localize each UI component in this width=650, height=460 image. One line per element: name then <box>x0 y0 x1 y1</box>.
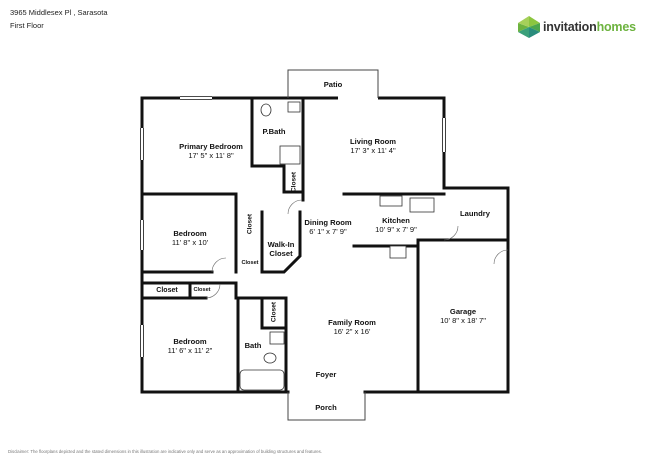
sink-bath <box>269 331 285 345</box>
room-label-porch: Porch <box>315 403 337 412</box>
fridge <box>389 245 407 259</box>
wall-bath-north <box>236 296 288 394</box>
toilet-primary-bath <box>260 103 272 117</box>
patio-outline <box>287 69 379 98</box>
disclaimer-text: Disclaimer: The floorplans depicted and … <box>8 449 323 454</box>
room-label-walk-in-closet: Walk-In Closet <box>267 240 295 258</box>
closet-label-primary: Closet <box>290 171 298 193</box>
room-label-bath: Bath <box>244 341 262 350</box>
invitation-homes-logo-mark-icon <box>518 16 540 38</box>
room-label-foyer: Foyer <box>315 370 337 379</box>
property-address: 3965 Middlesex Pl , Sarasota <box>10 8 108 17</box>
wall-closet-row <box>140 281 238 300</box>
stove <box>409 197 435 213</box>
closet-label-linen: Closet <box>193 287 211 293</box>
room-label-patio: Patio <box>323 80 343 89</box>
brand-wordmark: invitationhomes <box>543 20 636 34</box>
toilet-bath <box>263 352 277 364</box>
closet-label-bedroom1: Closet <box>246 213 254 235</box>
tub-bath <box>239 369 285 391</box>
wall-walkin <box>260 210 302 274</box>
floor-label: First Floor <box>10 21 44 30</box>
brand-name-part2: homes <box>596 20 636 34</box>
brand-logo: invitationhomes <box>518 16 636 38</box>
wall-bath-closet <box>260 296 288 330</box>
closet-label-small: Closet <box>241 260 259 266</box>
room-label-laundry: Laundry <box>460 209 490 218</box>
closet-label-hall: Closet <box>156 287 178 294</box>
sink-primary-bath <box>287 101 301 113</box>
room-label-p-bath: P.Bath <box>262 127 286 136</box>
closet-label-bath: Closet <box>270 301 278 323</box>
wall-primary-bath-west <box>250 96 286 194</box>
brand-name-part1: invitation <box>543 20 597 34</box>
shower-primary-bath <box>279 145 301 165</box>
kitchen-sink <box>379 195 403 207</box>
garage-outline <box>416 186 510 394</box>
outer-wall-north <box>140 96 446 190</box>
porch-outline <box>287 392 366 421</box>
